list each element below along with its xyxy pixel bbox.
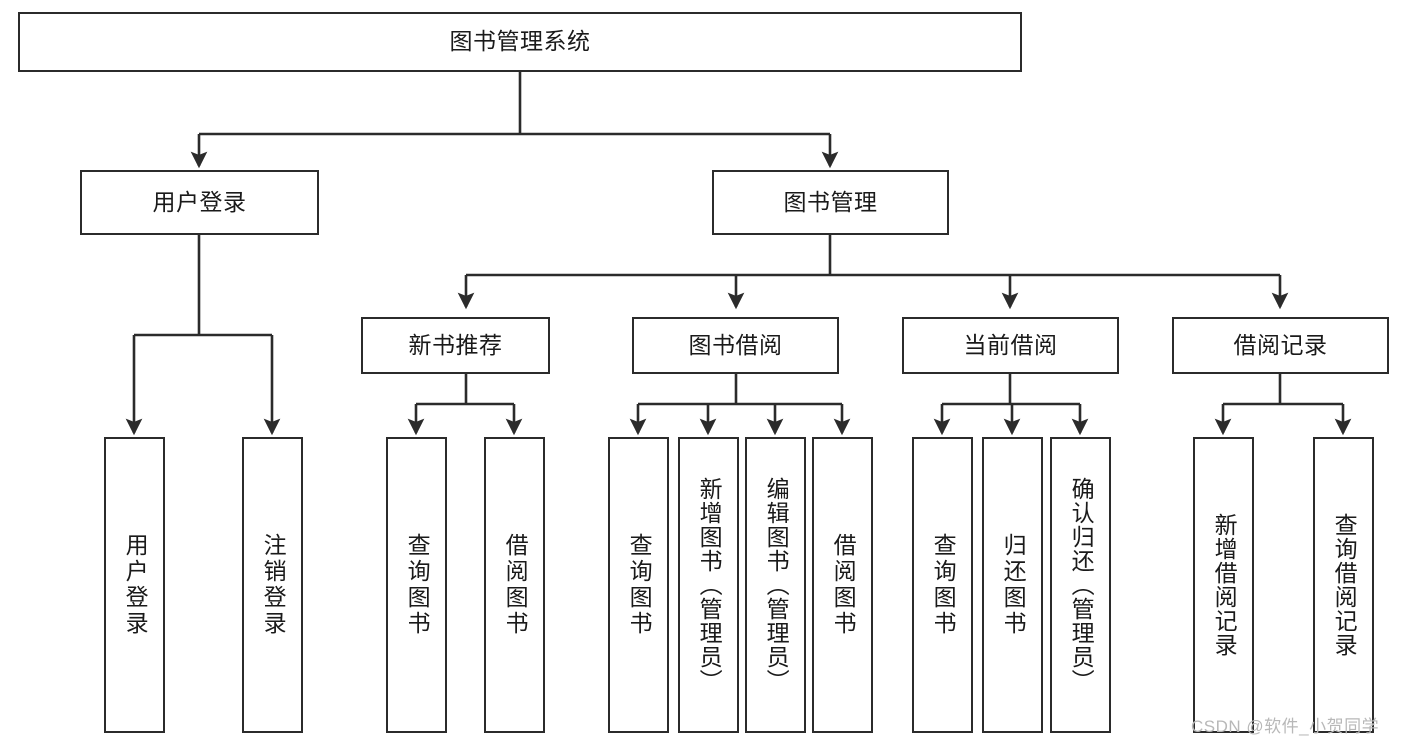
node-root[interactable]: 图书管理系统 <box>18 12 1022 72</box>
csdn-watermark: CSDN @软件_小贺同学 <box>1191 717 1380 736</box>
node-current-borrow[interactable]: 当前借阅 <box>902 317 1119 374</box>
leaf-user-login[interactable]: 用户登录 <box>104 437 165 733</box>
leaf-return-books[interactable]: 归还图书 <box>982 437 1043 733</box>
leaf-query-borrow-record[interactable]: 查询借阅记录 <box>1313 437 1374 733</box>
leaf-add-borrow-record[interactable]: 新增借阅记录 <box>1193 437 1254 733</box>
leaf-add-book-admin[interactable]: 新增图书（管理员） <box>678 437 739 733</box>
leaf-logout-login[interactable]: 注销登录 <box>242 437 303 733</box>
leaf-query-books-current[interactable]: 查询图书 <box>912 437 973 733</box>
leaf-query-books-newbook[interactable]: 查询图书 <box>386 437 447 733</box>
leaf-edit-book-admin[interactable]: 编辑图书（管理员） <box>745 437 806 733</box>
node-book-borrow[interactable]: 图书借阅 <box>632 317 839 374</box>
leaf-query-books-borrow[interactable]: 查询图书 <box>608 437 669 733</box>
leaf-borrow-books-newbook[interactable]: 借阅图书 <box>484 437 545 733</box>
leaf-borrow-books-borrow[interactable]: 借阅图书 <box>812 437 873 733</box>
node-new-book-recommend[interactable]: 新书推荐 <box>361 317 550 374</box>
node-book-management[interactable]: 图书管理 <box>712 170 949 235</box>
node-borrow-records[interactable]: 借阅记录 <box>1172 317 1389 374</box>
leaf-confirm-return-admin[interactable]: 确认归还（管理员） <box>1050 437 1111 733</box>
node-user-login[interactable]: 用户登录 <box>80 170 319 235</box>
